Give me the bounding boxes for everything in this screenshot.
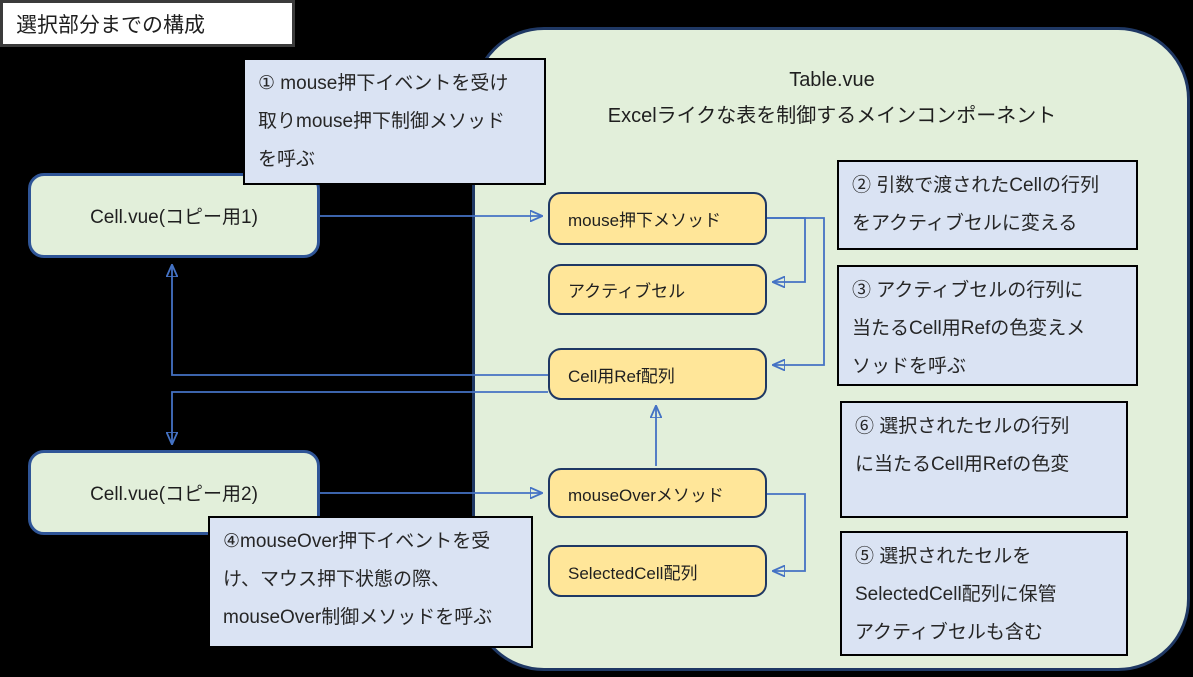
node-mouse-down-method-label: mouse押下メソッド bbox=[568, 211, 722, 230]
node-active-cell-label: アクティブセル bbox=[568, 282, 686, 301]
annotation-3: ③ アクティブセルの行列に 当たるCell用Refの色変えメ ソッドを呼ぶ bbox=[837, 265, 1138, 386]
table-vue-title: Table.vue bbox=[789, 69, 875, 91]
node-active-cell: アクティブセル bbox=[548, 264, 767, 315]
node-cell-ref-array: Cell用Ref配列 bbox=[548, 348, 767, 400]
table-vue-header: Table.vue Excelライクな表を制御するメインコンポーネント bbox=[512, 62, 1152, 134]
component-cell-vue-copy2-label: Cell.vue(コピー用2) bbox=[90, 484, 258, 505]
annotation-1: ① mouse押下イベントを受け 取りmouse押下制御メソッド を呼ぶ bbox=[243, 58, 546, 185]
component-cell-vue-copy1-label: Cell.vue(コピー用1) bbox=[90, 207, 258, 228]
annotation-4: ④mouseOver押下イベントを受 け、マウス押下状態の際、 mouseOve… bbox=[208, 516, 533, 648]
node-mouse-over-method-label: mouseOverメソッド bbox=[568, 485, 724, 505]
component-cell-vue-copy2: Cell.vue(コピー用2) bbox=[28, 450, 320, 535]
node-selected-cell-array-label: SelectedCell配列 bbox=[568, 563, 698, 583]
node-selected-cell-array: SelectedCell配列 bbox=[548, 545, 767, 597]
component-cell-vue-copy1: Cell.vue(コピー用1) bbox=[28, 173, 320, 258]
page-title-box: 選択部分までの構成 bbox=[0, 0, 295, 47]
annotation-5: ⑤ 選択されたセルを SelectedCell配列に保管 アクティブセルも含む bbox=[840, 531, 1128, 656]
table-vue-subtitle: Excelライクな表を制御するメインコンポーネント bbox=[607, 105, 1057, 127]
annotation-2: ② 引数で渡されたCellの行列 をアクティブセルに変える bbox=[837, 160, 1138, 250]
node-cell-ref-array-label: Cell用Ref配列 bbox=[568, 366, 675, 386]
page-title: 選択部分までの構成 bbox=[16, 13, 205, 37]
node-mouse-down-method: mouse押下メソッド bbox=[548, 192, 767, 245]
node-mouse-over-method: mouseOverメソッド bbox=[548, 468, 767, 518]
annotation-6: ⑥ 選択されたセルの行列 に当たるCell用Refの色変 bbox=[840, 401, 1128, 518]
